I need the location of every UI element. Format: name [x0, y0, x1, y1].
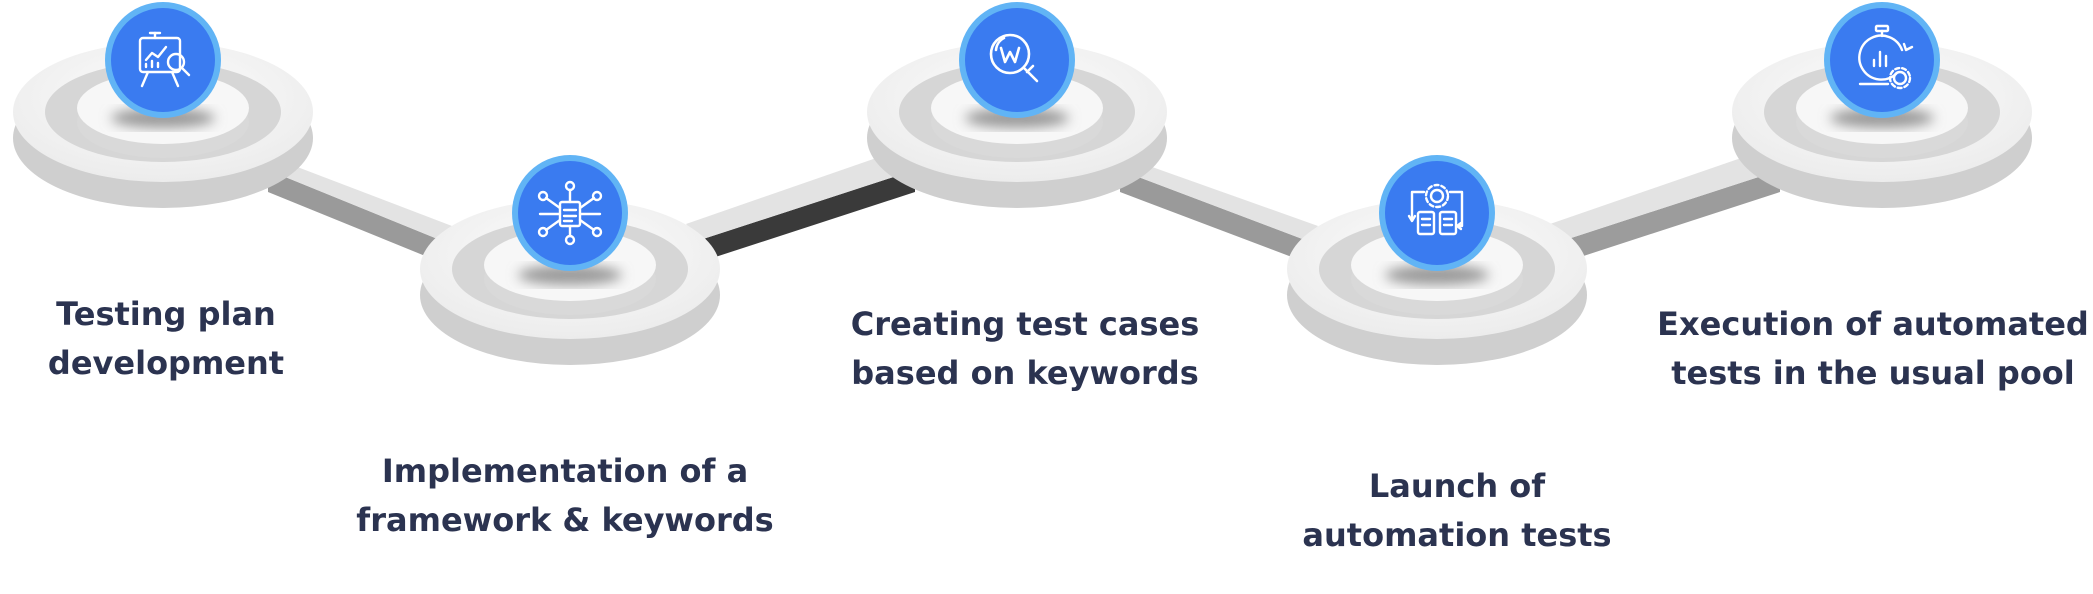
step-2-label-line2: framework & keywords [356, 501, 774, 539]
step-3-label-line1: Creating test cases [850, 305, 1200, 343]
step-1-label-line2: development [47, 344, 285, 382]
step-5-label-line2: tests in the usual pool [1671, 354, 2075, 392]
step-4-label-line2: automation tests [1302, 516, 1612, 554]
step-3-label: Creating test cases based on keywords [815, 300, 1235, 398]
gear-workflow-icon [1379, 155, 1495, 285]
connector-4-5 [1550, 148, 1780, 262]
step-2-label: Implementation of a framework & keywords [355, 447, 775, 545]
step-4-label: Launch of automation tests [1247, 462, 1667, 560]
step-5-label-line1: Execution of automated [1657, 305, 2089, 343]
connector-2-3 [686, 148, 915, 262]
step-2-label-line1: Implementation of a [381, 452, 749, 490]
stopwatch-chart-icon [1824, 2, 1940, 128]
magnifier-w-icon [959, 2, 1075, 128]
step-3-label-line2: based on keywords [851, 354, 1199, 392]
connector-3-4 [1110, 152, 1318, 262]
step-5-label: Execution of automated tests in the usua… [1655, 300, 2091, 398]
step-1-label-line1: Testing plan [56, 295, 276, 333]
connector-1-2 [258, 152, 452, 262]
step-1-label: Testing plan development [0, 290, 376, 388]
presentation-chart-icon [105, 2, 221, 128]
network-document-icon [512, 155, 628, 285]
step-4-label-line1: Launch of [1368, 467, 1546, 505]
